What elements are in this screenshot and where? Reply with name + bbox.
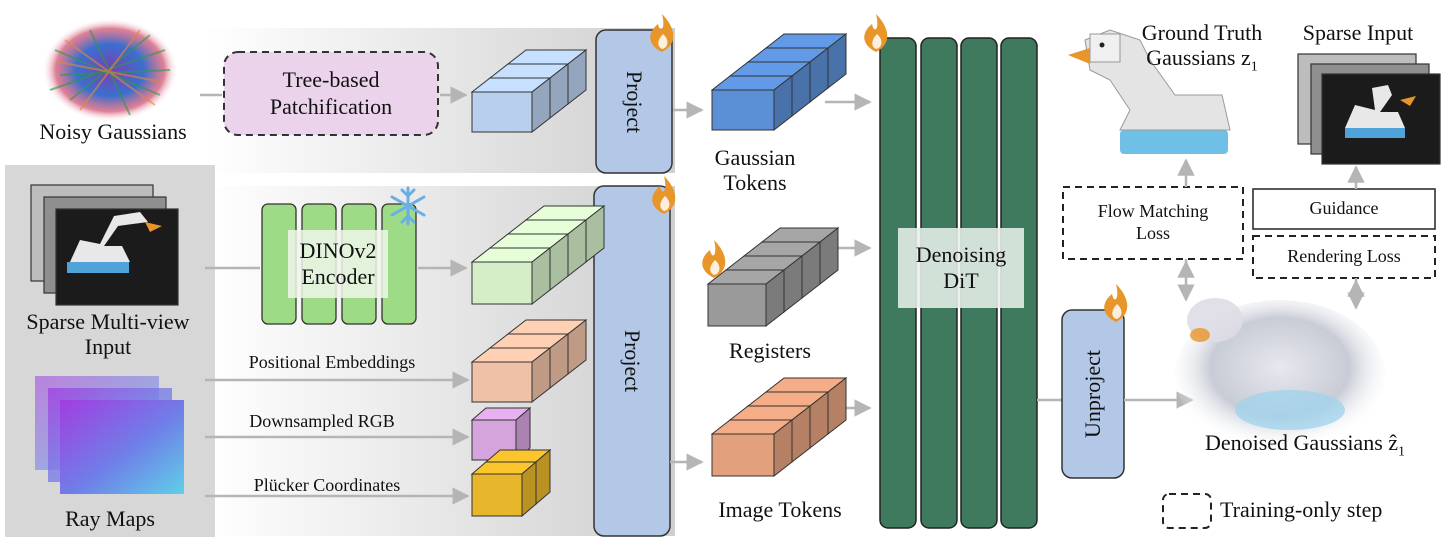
denoised-gaussians-image [1175, 298, 1385, 450]
plucker-coordinates-label: Plücker Coordinates [253, 475, 401, 495]
ray-maps-label: Ray Maps [65, 506, 155, 531]
project-bottom-box [593, 185, 671, 537]
image-tokens-label: Image Tokens [718, 497, 842, 522]
noisy-gaussians-label: Noisy Gaussians [39, 119, 187, 144]
ray-maps-images [35, 376, 184, 494]
guidance-box [1252, 188, 1436, 230]
downsampled-rgb-label: Downsampled RGB [249, 411, 395, 431]
unproject-box [1061, 309, 1125, 479]
image-token-cubes [710, 376, 848, 478]
tree-patch-line2: Patchification [269, 93, 393, 119]
flame-icon-project-top [650, 14, 674, 52]
flame-icon-project-bottom [652, 176, 676, 214]
ground-truth-label: Ground Truth Gaussians z1 [1141, 20, 1263, 75]
denoising-dit-label: Denoising DiT [915, 241, 1007, 293]
denoising-dit [879, 37, 1038, 529]
tree-patchification-box [223, 51, 439, 136]
project-top-label: Project [621, 70, 647, 133]
positional-embeddings-label: Positional Embeddings [248, 352, 416, 372]
image-token-cubes-front [711, 433, 775, 477]
guidance-label: Guidance [1309, 198, 1379, 219]
tree-patch-line1: Tree-based [282, 67, 380, 93]
sparse-multiview-images [30, 184, 179, 306]
flame-icon-unproject [1104, 284, 1128, 322]
gaussian-token-cubes-front [711, 89, 775, 131]
legend-dashed-square [1162, 493, 1212, 529]
positional-cubes [470, 318, 588, 404]
input-token-cubes [470, 48, 588, 134]
input-token-cubes-front [471, 91, 533, 133]
noisy-gaussians-image [42, 18, 178, 122]
dino-encoder [261, 203, 417, 325]
flame-icon-registers [702, 240, 726, 278]
plucker-cubes [470, 448, 552, 518]
unproject-label: Unproject [1080, 350, 1105, 438]
sparse-input-images [1297, 53, 1441, 165]
rendering-loss-box [1252, 235, 1436, 279]
dino-token-cubes-front [471, 261, 533, 305]
training-only-label: Training-only step [1220, 497, 1383, 522]
dino-token-cubes [470, 204, 606, 306]
dino-encoder-label: DINOv2 Encoder [299, 237, 377, 289]
register-cubes-front [707, 283, 767, 327]
project-top-box [595, 29, 673, 174]
tree-patchification-label: Tree-based Patchification [224, 52, 438, 135]
project-bottom-label: Project [619, 329, 645, 393]
gaussian-token-cubes [710, 32, 848, 132]
flame-icon-dit [864, 14, 888, 52]
gaussian-tokens-label: Gaussian Tokens [714, 145, 796, 196]
sparse-input-label: Sparse Input [1302, 20, 1414, 45]
positional-cubes-front [471, 361, 533, 403]
denoised-gaussians-label: Denoised Gaussians ẑ1 [1204, 430, 1406, 460]
flow-matching-loss-label: Flow Matching Loss [1097, 201, 1209, 243]
register-cubes [706, 226, 840, 328]
rendering-loss-label: Rendering Loss [1287, 246, 1401, 267]
flow-matching-loss-box [1062, 186, 1244, 260]
snowflake-icon [390, 186, 426, 226]
sparse-multiview-label: Sparse Multi-view Input [26, 309, 190, 360]
ground-truth-goose-image [1068, 29, 1231, 154]
registers-label: Registers [729, 338, 811, 363]
plucker-cubes-front [471, 473, 523, 517]
